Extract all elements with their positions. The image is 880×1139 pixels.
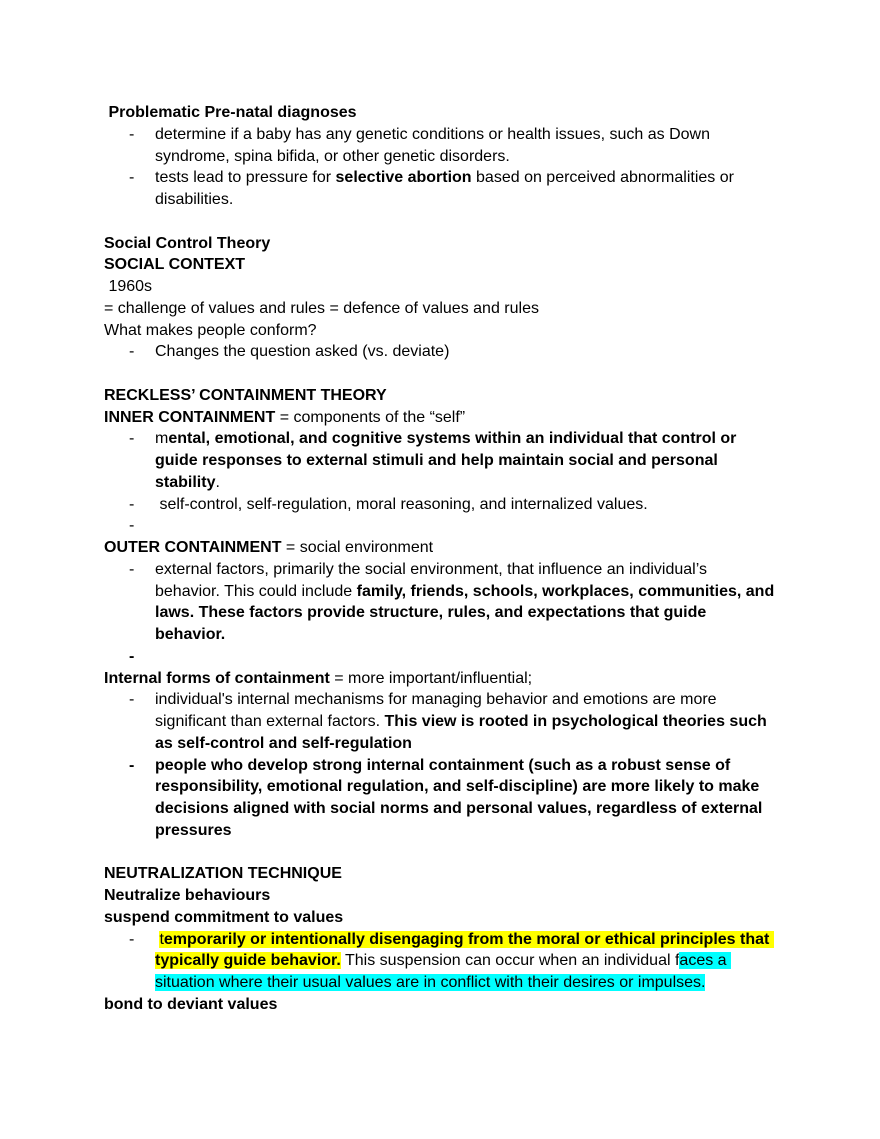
bullet-item: - [104, 646, 775, 668]
text: tests lead to pressure for [155, 169, 336, 187]
paragraph: NEUTRALIZATION TECHNIQUE [104, 863, 784, 885]
bold-text: OUTER CONTAINMENT [104, 539, 282, 556]
text: Changes the question asked (vs. deviate) [155, 343, 450, 361]
bullet-item: - external factors, primarily the social … [104, 559, 775, 646]
bold-text: RECKLESS’ CONTAINMENT THEORY [104, 386, 387, 404]
bullet-item: - people who develop strong internal cont… [104, 755, 775, 842]
bullet-item: - Changes the question asked (vs. deviate… [104, 341, 775, 363]
bullet-item: - self-control, self-regulation, moral r… [104, 494, 775, 516]
text: individual's internal mechanisms for man… [155, 691, 722, 730]
bullet-dash: - [129, 169, 135, 187]
bullet-dash: - [129, 691, 135, 709]
text: = challenge of values and rules = defenc… [104, 299, 539, 317]
bold-text: INNER CONTAINMENT [104, 408, 276, 426]
paragraph: Problematic Pre-natal diagnoses [104, 102, 784, 124]
bullet-dash: - [129, 647, 135, 665]
text: 1960s [104, 278, 153, 295]
text: This suspension can occur when an indivi… [340, 952, 680, 970]
paragraph: Social Control Theory [104, 233, 784, 255]
paragraph: bond to deviant values [104, 994, 784, 1016]
bold-text: Internal forms of containment [104, 669, 330, 687]
bold-text: Social Control Theory [104, 234, 271, 252]
paragraph: Neutralize behaviours [104, 885, 784, 907]
bold-text: Problematic Pre-natal diagnoses [104, 104, 357, 121]
highlighted-text: t [159, 930, 164, 948]
bold-text: suspend commitment to values [104, 908, 344, 926]
text: . [215, 473, 220, 491]
bullet-item: - individual's internal mechanisms for ma… [104, 689, 775, 754]
text: What makes people conform? [104, 321, 317, 339]
bullet-dash: - [129, 930, 135, 948]
bullet-item: - mental, emotional, and cognitive system… [104, 428, 775, 493]
blank-line [104, 363, 784, 385]
bullet-dash: - [129, 430, 135, 448]
paragraph: RECKLESS’ CONTAINMENT THEORY [104, 385, 784, 407]
bullet-dash: - [129, 343, 135, 361]
bullet-item: - temporarily or intentionally disengagi… [104, 929, 775, 994]
text: = more important/influential; [329, 669, 533, 687]
bold-text: ental, emotional, and cognitive systems … [155, 430, 741, 491]
bullet-dash: - [129, 517, 135, 535]
bold-text: selective abortion [335, 169, 472, 187]
bold-text: family, friends, schools, workplaces, co… [155, 582, 779, 644]
paragraph: suspend commitment to values [104, 907, 784, 929]
bold-text: NEUTRALIZATION TECHNIQUE [104, 865, 342, 883]
text: = components of the “self” [275, 408, 466, 426]
blank-line [104, 842, 784, 864]
bold-text: people who develop strong internal conta… [155, 756, 767, 839]
text: determine if a baby has any genetic cond… [155, 125, 715, 165]
bold-text: This view is rooted in psychological the… [155, 713, 772, 752]
paragraph: What makes people conform? [104, 320, 784, 342]
bullet-item: - tests lead to pressure for selective ab… [104, 167, 775, 211]
bullet-dash: - [129, 560, 135, 578]
bullet-dash: - [129, 125, 135, 143]
bold-text: bond to deviant values [104, 995, 278, 1013]
paragraph: Internal forms of containment = more imp… [104, 668, 784, 690]
text: m [155, 430, 169, 448]
bullet-dash: - [129, 756, 135, 774]
bold-text: SOCIAL CONTEXT [104, 256, 246, 274]
document-body: Problematic Pre-natal diagnoses - determin… [104, 102, 784, 1016]
paragraph: INNER CONTAINMENT = components of the “s… [104, 407, 784, 429]
paragraph: = challenge of values and rules = defenc… [104, 298, 784, 320]
paragraph: OUTER CONTAINMENT = social environment [104, 537, 784, 559]
blank-line [104, 211, 784, 233]
text: = social environment [281, 539, 434, 556]
bold-text: Neutralize behaviours [104, 887, 271, 904]
bullet-item: - [104, 515, 775, 537]
text: self-control, self-regulation, moral rea… [155, 495, 648, 513]
text: based on perceived abnormalities or disa… [155, 169, 739, 208]
paragraph: SOCIAL CONTEXT [104, 254, 784, 276]
bullet-dash: - [129, 495, 135, 513]
paragraph: 1960s [104, 276, 784, 298]
bullet-item: - determine if a baby has any genetic con… [104, 124, 775, 168]
text: external factors, primarily the social e… [155, 560, 712, 600]
